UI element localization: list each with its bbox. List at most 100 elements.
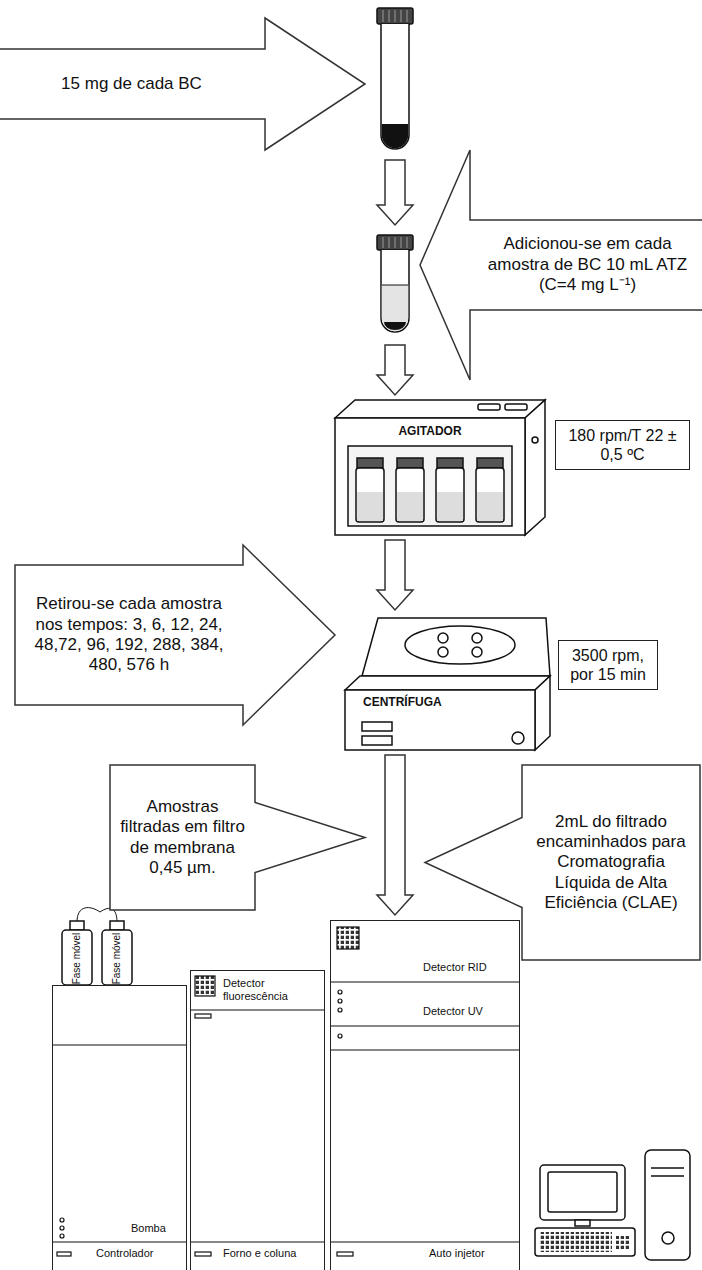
test-tube: [382, 285, 408, 331]
injector-cabinet-detail: [330, 981, 520, 982]
flow-arrow: [377, 345, 413, 395]
detector-cabinet-detail: [190, 1241, 325, 1242]
shaker-illustration: [532, 437, 538, 443]
detector-cabinet-detail: [195, 1252, 211, 1256]
apparatus: CENTRÍFUGA: [345, 615, 550, 750]
apparatus: AGITADOR: [335, 400, 525, 535]
centrifuge-illustration: [405, 626, 515, 664]
shaker-illustration: [335, 400, 545, 535]
arrow-outline: [420, 150, 702, 380]
injector-cabinet-detail: [337, 927, 359, 949]
arrow-outline: [425, 765, 700, 960]
test-tube: [377, 235, 413, 332]
arrow-outline: [15, 545, 335, 725]
injector-cabinet-detail: [338, 990, 342, 994]
arrow-outline: [0, 18, 365, 150]
flow-arrow: [377, 345, 413, 395]
injector-cabinet-detail: [338, 1008, 342, 1012]
arrow-outline: [110, 765, 365, 910]
shaker-illustration: [476, 468, 504, 522]
centrifuge-illustration: [438, 633, 448, 643]
test-tube: [377, 8, 413, 149]
node-text: Adicionou-se em cada amostra de BC 10 mL…: [478, 234, 697, 295]
apparatus-label: CENTRÍFUGA: [363, 695, 513, 709]
test-tube: [395, 237, 396, 248]
pump-cabinet-detail: [52, 1044, 187, 1045]
computer-illustration: [645, 1150, 690, 1260]
apparatus-label: AGITADOR: [335, 424, 525, 438]
arrow-shape-box: Retirou-se cada amostra nos tempos: 3, 6…: [15, 545, 335, 725]
detector-cabinet-detail: [195, 976, 215, 996]
computer-illustration: [651, 1167, 684, 1169]
detector-cabinet-detail: [190, 976, 325, 1256]
computer-illustration: [616, 1236, 630, 1250]
injector-cabinet-detail: [330, 1241, 520, 1242]
computer-illustration: [548, 1172, 617, 1212]
shaker-illustration: [335, 400, 545, 418]
test-tube: [401, 10, 402, 22]
pump-cabinet-detail: [60, 1234, 64, 1238]
shaker-illustration: [478, 404, 500, 410]
node-text: 180 rpm/T 22 ± 0,5 ºC: [564, 426, 681, 464]
mobile-phase-bottle: [110, 921, 124, 930]
computer-illustration: [540, 1165, 625, 1220]
test-tube: [407, 237, 408, 248]
flow-arrow: [377, 755, 413, 915]
module-label: Detector RID: [423, 961, 517, 974]
node-text: 2mL do filtrado encaminhados para Cromat…: [530, 812, 692, 914]
computer-illustration: [535, 1150, 690, 1260]
centrifuge-illustration: [512, 732, 524, 744]
pump-cabinet-detail: [57, 1252, 71, 1256]
module-label: Detector UV: [423, 1005, 517, 1018]
shaker-illustration: [477, 458, 503, 468]
centrifuge-illustration: [345, 676, 550, 690]
centrifuge-illustration: [362, 722, 392, 731]
pump-cabinet-detail: [52, 1241, 187, 1242]
module-label: Controlador: [96, 1247, 176, 1260]
centrifuge-illustration: [438, 647, 448, 657]
injector-cabinet-detail: [337, 1252, 353, 1256]
test-tube: [382, 124, 408, 148]
centrifuge-illustration: [345, 618, 550, 750]
shaker-illustration: [436, 468, 464, 522]
computer-illustration: [535, 1228, 635, 1256]
bottle-label: Fase móvel: [72, 932, 83, 984]
shaker-illustration: [356, 468, 384, 522]
flow-arrow: [377, 160, 413, 225]
test-tube: [389, 237, 390, 248]
injector-cabinet-detail: [330, 927, 520, 1256]
shaker-illustration: [397, 458, 423, 468]
shaker-illustration: [357, 458, 383, 468]
node-text: 15 mg de cada BC: [6, 74, 257, 94]
module-label: Auto injetor: [429, 1247, 517, 1260]
test-tube: [381, 250, 409, 332]
arrow-shape-box: 15 mg de cada BC: [0, 18, 365, 150]
mobile-phase-bottle: [102, 930, 132, 985]
injector-cabinet-detail: [338, 1034, 342, 1038]
test-tube: [389, 10, 390, 22]
injector-cabinet-detail: [330, 1025, 520, 1026]
pump-cabinet-detail: [60, 1226, 64, 1230]
module-label: Bomba: [131, 1222, 183, 1235]
module-label: Detector fluorescência: [223, 977, 321, 1003]
mobile-phase-bottle: [77, 908, 100, 922]
test-tube: [383, 10, 384, 22]
computer-illustration: [575, 1220, 590, 1226]
injector-cabinet-detail: [338, 999, 342, 1003]
module-label: Forno e coluna: [223, 1247, 321, 1260]
process-box: 3500 rpm, por 15 min: [558, 640, 658, 690]
process-box: 180 rpm/T 22 ± 0,5 ºC: [555, 420, 690, 470]
arrow-shape-box: 2mL do filtrado encaminhados para Cromat…: [425, 765, 700, 960]
bottle-label: Fase móvel: [112, 932, 123, 984]
injector-cabinet-detail: [330, 1049, 520, 1050]
computer-illustration: [540, 1232, 612, 1252]
test-tube: [407, 10, 408, 22]
test-tube: [384, 322, 406, 330]
node-text: Retirou-se cada amostra nos tempos: 3, 6…: [23, 594, 235, 676]
mobile-phase-bottle: [70, 921, 84, 930]
shaker-illustration: [396, 468, 424, 522]
flow-arrow: [377, 160, 413, 225]
node-text: 3500 rpm, por 15 min: [567, 646, 649, 684]
shaker-illustration: [505, 404, 527, 410]
shaker-illustration: [437, 492, 463, 521]
